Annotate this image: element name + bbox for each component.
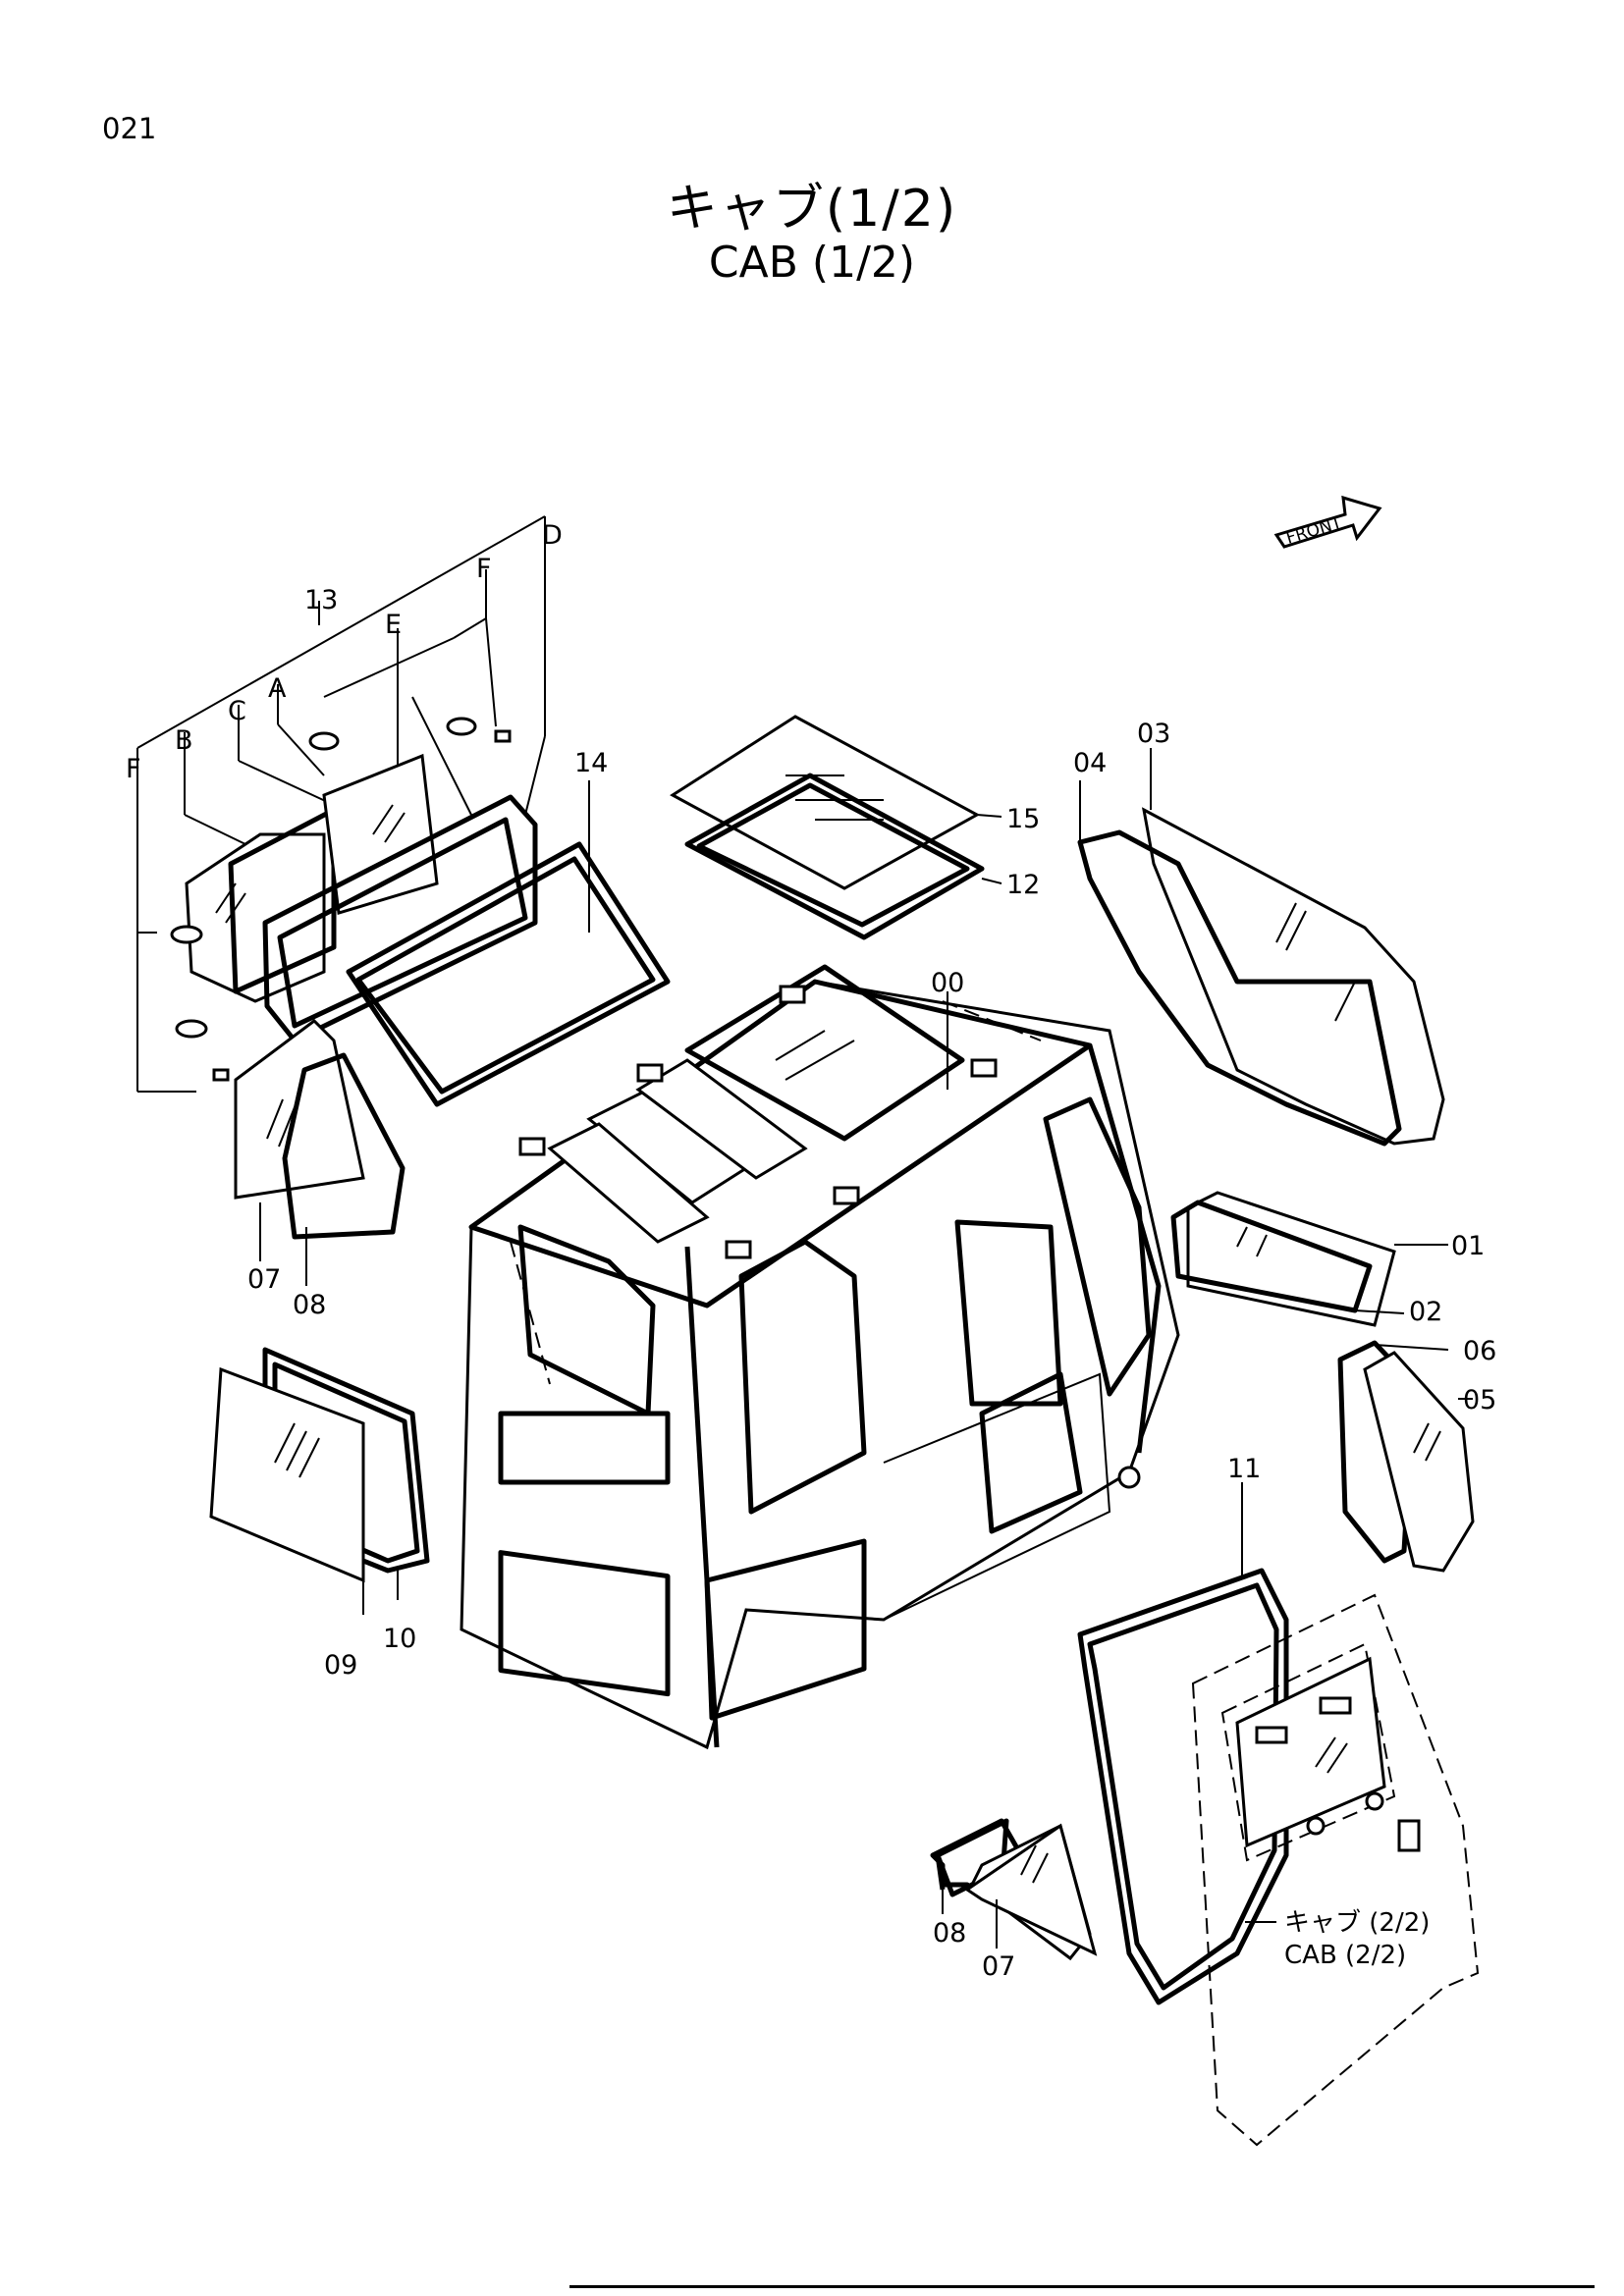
door-quarter-glass-assembly	[930, 1818, 1098, 1961]
callout-11: 11	[1227, 1454, 1261, 1484]
callout-01: 01	[1451, 1231, 1485, 1261]
roof-window-assembly	[670, 715, 1002, 940]
callout-labels: 00 01 02 03 04 05 06 07 07 08 08 09 10 1…	[247, 585, 1496, 1982]
letter-d: D	[542, 520, 563, 551]
cab-body	[460, 964, 1180, 1750]
front-label: FRONT	[1284, 512, 1345, 548]
callout-07-bottom: 07	[982, 1951, 1015, 1982]
letter-c: C	[228, 696, 246, 726]
letter-f-top: F	[476, 554, 492, 584]
callout-00: 00	[931, 968, 964, 998]
letter-labels: A B C D E F F	[126, 520, 563, 784]
callout-13: 13	[304, 585, 338, 615]
callout-tree-13	[136, 515, 546, 1093]
reference-english: CAB (2/2)	[1284, 1941, 1406, 1970]
callout-08-left: 08	[293, 1290, 326, 1320]
page-number: 021	[102, 112, 157, 145]
reference-cab-2-2: キャブ (2/2) CAB (2/2)	[1284, 1908, 1430, 1970]
cab-door-reference	[1191, 1593, 1480, 2147]
callout-05: 05	[1463, 1385, 1496, 1415]
letter-a: A	[268, 673, 287, 704]
letter-f-left: F	[126, 754, 141, 784]
callout-08-bottom: 08	[933, 1918, 966, 1949]
left-window-assembly	[170, 717, 671, 1240]
door-lower-glass-assembly	[209, 1347, 430, 1615]
front-arrow-icon: FRONT	[1273, 495, 1382, 549]
callout-02: 02	[1409, 1297, 1442, 1327]
callout-03: 03	[1137, 719, 1170, 749]
callout-10: 10	[383, 1624, 416, 1654]
title-english: CAB (1/2)	[708, 238, 916, 288]
callout-09: 09	[324, 1650, 357, 1681]
callout-06: 06	[1463, 1336, 1496, 1366]
callout-12: 12	[1006, 870, 1040, 900]
callout-07-left: 07	[247, 1264, 281, 1295]
letter-b: B	[175, 725, 193, 756]
right-window-assembly	[1077, 807, 1475, 1573]
callout-15: 15	[1006, 804, 1040, 834]
title-japanese: キャブ(1/2)	[666, 180, 958, 239]
footer-rule	[569, 2285, 1595, 2288]
letter-e: E	[385, 610, 402, 640]
reference-japanese: キャブ (2/2)	[1284, 1908, 1430, 1938]
door-seal-assembly	[1077, 1482, 1289, 2005]
callout-04: 04	[1073, 748, 1107, 778]
callout-14: 14	[574, 748, 608, 778]
